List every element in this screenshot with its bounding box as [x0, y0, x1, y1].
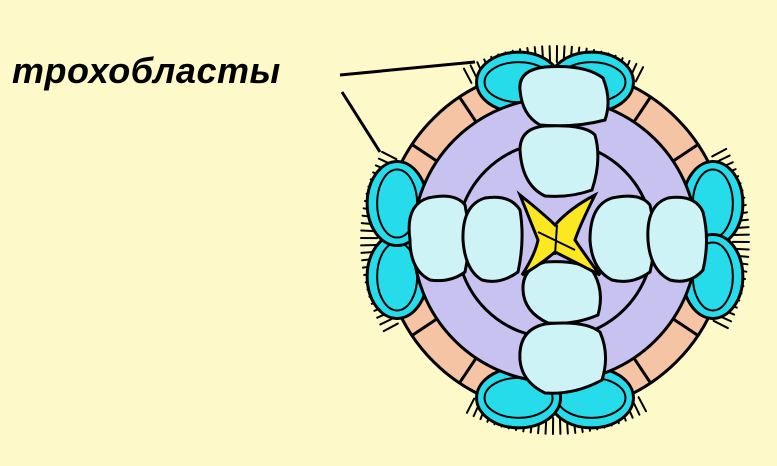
cilium [712, 149, 726, 157]
pointer-line-left [342, 92, 380, 152]
blastomere-bottom-outer [520, 323, 606, 393]
blastomere-left-inner [463, 197, 522, 281]
cilium [467, 399, 474, 413]
trochoblast-label: трохобласты [12, 50, 281, 92]
blastomere-right-inner [590, 196, 654, 281]
blastomere-left-outer [409, 196, 468, 281]
cilium [382, 152, 396, 159]
cilium [464, 69, 472, 83]
blastomere-top-inner [520, 126, 598, 197]
blastomere-top-outer [520, 66, 608, 125]
cilium [714, 321, 728, 328]
cilium [636, 67, 643, 81]
blastomere-right-outer [648, 197, 707, 281]
blastomere-bottom-inner [523, 262, 600, 324]
pointer-line-top [340, 62, 475, 75]
cilium [639, 397, 647, 411]
cilium [384, 324, 398, 332]
